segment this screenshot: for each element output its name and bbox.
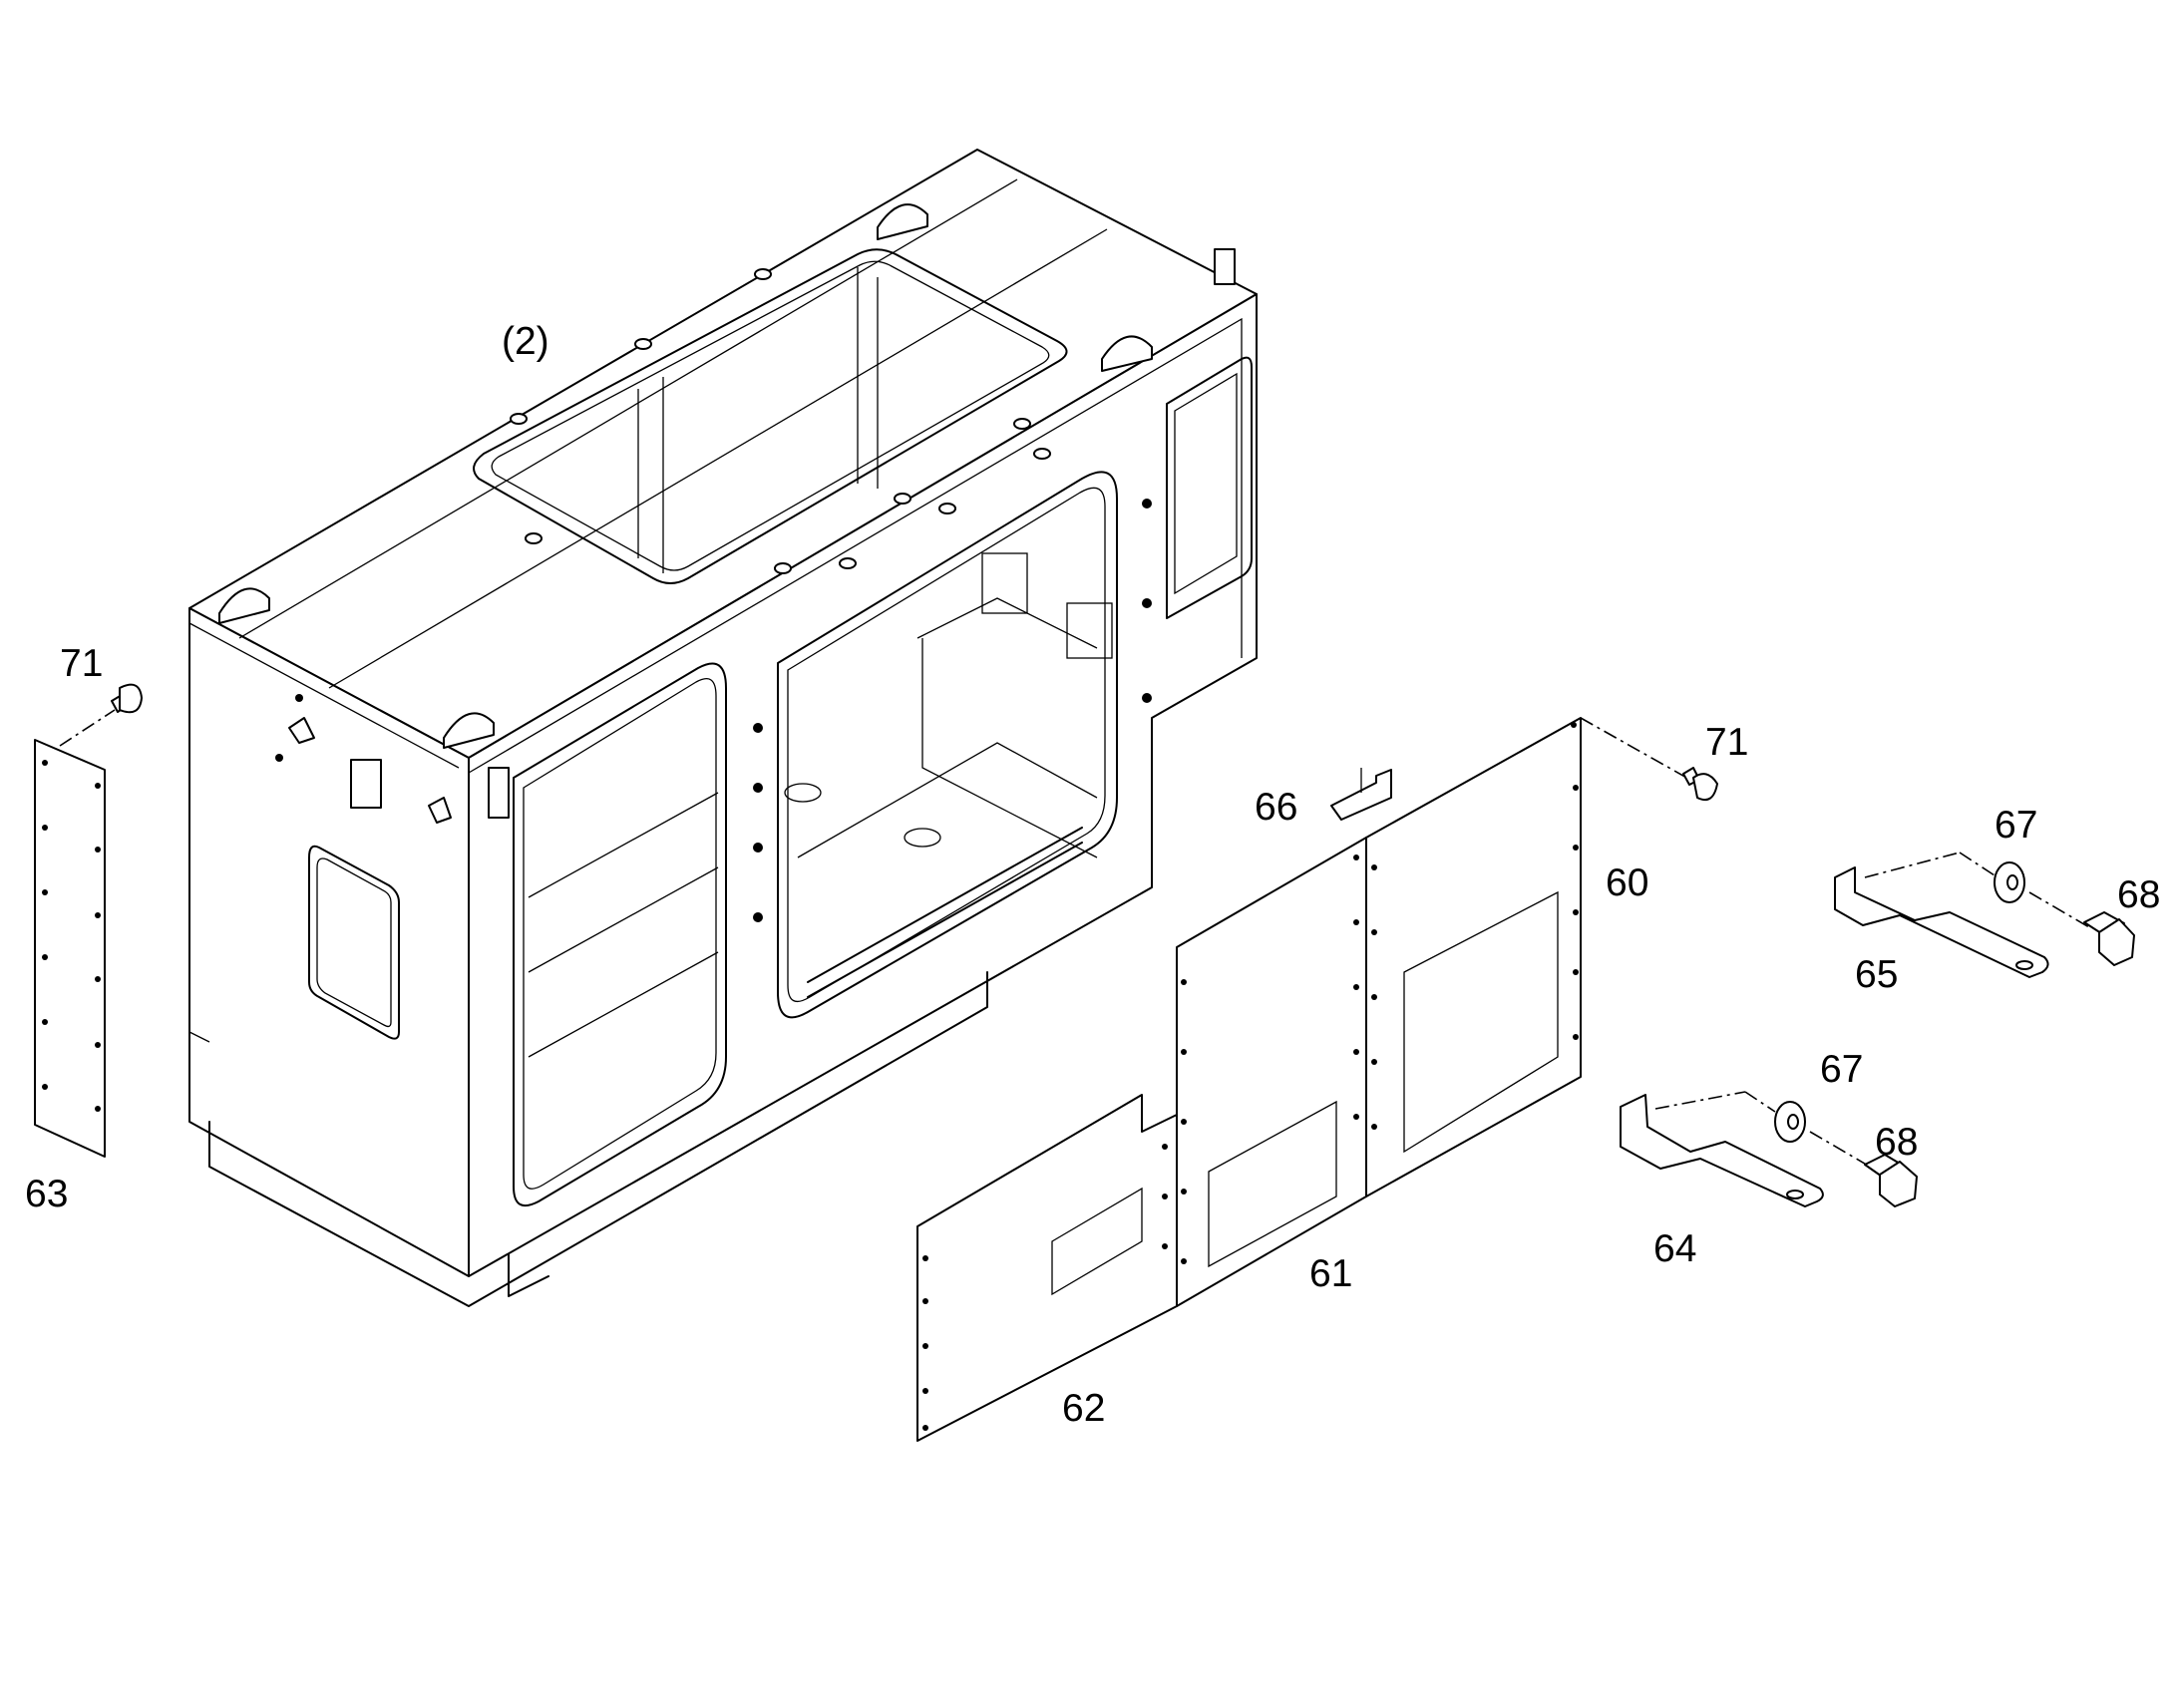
- side-panel-60: [1365, 717, 1582, 1197]
- callout-62: 62: [1062, 1387, 1105, 1430]
- bolt-68-lower: [1864, 1154, 1918, 1207]
- washer-67-lower: [1654, 1091, 1871, 1168]
- lifting-eye-icons: [218, 203, 1153, 749]
- front-latch-box: [350, 759, 382, 809]
- bolt-71-left: [59, 683, 143, 747]
- callout-assembly: (2): [502, 320, 549, 363]
- bolt-68-upper: [2083, 911, 2135, 966]
- side-panel-62: [916, 1094, 1178, 1442]
- bolt-71-right: [1580, 717, 1718, 802]
- top-boss-markers: [510, 268, 1051, 574]
- callout-68-upper: 68: [2117, 873, 2160, 916]
- callout-66: 66: [1255, 786, 1297, 829]
- frame-rivets: [275, 499, 1152, 922]
- bracket-65: [1834, 866, 2049, 978]
- cab-frame-assembly: [188, 149, 1258, 1307]
- washer-67-upper: [1864, 852, 2090, 928]
- callout-71-right: 71: [1705, 721, 1748, 764]
- callout-67-upper: 67: [1995, 804, 2037, 847]
- callout-61: 61: [1309, 1252, 1352, 1295]
- callout-71-left: 71: [60, 642, 103, 685]
- cover-plate-63: [34, 739, 106, 1158]
- callout-65: 65: [1855, 953, 1898, 996]
- callout-63: 63: [25, 1173, 68, 1215]
- callout-60: 60: [1606, 861, 1648, 904]
- bracket-64: [1620, 1094, 1824, 1207]
- callout-64: 64: [1653, 1227, 1696, 1270]
- bracket-66: [1330, 768, 1392, 821]
- callout-68-lower: 68: [1875, 1121, 1918, 1164]
- side-panel-61: [1176, 837, 1367, 1307]
- callout-67-lower: 67: [1820, 1048, 1863, 1091]
